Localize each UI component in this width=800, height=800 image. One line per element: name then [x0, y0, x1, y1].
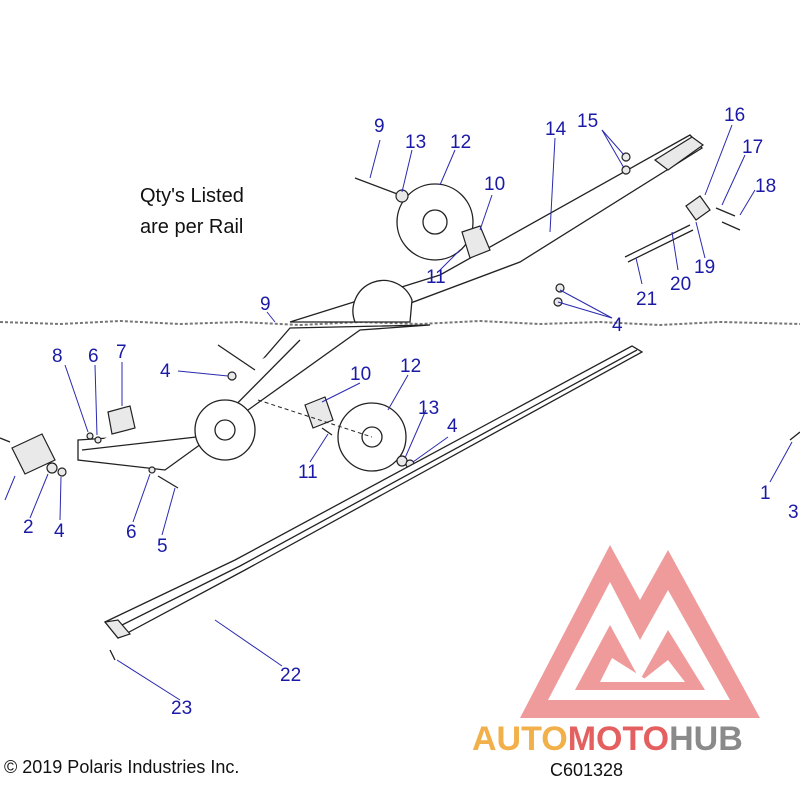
upper-stopper-block [685, 195, 711, 221]
callout-12-lower: 12 [400, 356, 421, 377]
callout-4-right: 4 [447, 416, 458, 437]
callout-8: 8 [52, 346, 63, 367]
lower-nut-4a [227, 371, 237, 381]
wear-strip [103, 345, 644, 661]
watermark-part-moto: MOTO [568, 720, 669, 758]
callout-11-upper: 11 [426, 267, 446, 288]
callout-5: 5 [157, 536, 168, 557]
callout-13-lower: 13 [418, 398, 439, 419]
callout-4-left: 4 [160, 361, 171, 382]
note-line-2: are per Rail [140, 216, 243, 238]
callout-4-upper: 4 [612, 315, 623, 336]
upper-rail-front-tip [653, 136, 705, 171]
callout-21: 21 [636, 289, 657, 310]
watermark-logo [520, 545, 760, 718]
callout-1: 1 [760, 483, 771, 504]
bolt-5 [157, 475, 179, 489]
upper-bolt-18 [721, 221, 741, 231]
rear-bumper-block [11, 433, 56, 475]
washer-2 [46, 462, 58, 474]
callout-16: 16 [724, 105, 745, 126]
callout-9-lower: 9 [260, 294, 271, 315]
upper-spring [624, 224, 694, 263]
callout-20: 20 [670, 274, 691, 295]
callout-9-upper: 9 [374, 116, 385, 137]
note-line-1: Qty's Listed [140, 185, 244, 207]
callout-3: 3 [788, 502, 799, 523]
watermark-part-hub: HUB [669, 720, 743, 758]
nut-6a [94, 436, 102, 444]
callout-12-upper: 12 [450, 132, 471, 153]
callout-10-upper: 10 [484, 174, 505, 195]
callout-14: 14 [545, 119, 567, 140]
screw-23 [109, 649, 116, 661]
callout-15: 15 [577, 111, 598, 132]
lower-spacer [304, 396, 334, 429]
copyright-text: © 2019 Polaris Industries Inc. [4, 757, 239, 777]
lower-bolt-9 [217, 344, 256, 371]
callout-7: 7 [116, 342, 127, 363]
nut-8 [86, 432, 94, 440]
nut-6b [148, 466, 156, 474]
rail-stop-7 [107, 405, 136, 435]
callout-13-upper: 13 [405, 132, 426, 153]
callout-18: 18 [755, 176, 776, 197]
callout-6-upper: 6 [88, 346, 99, 367]
upper-nut-c [555, 283, 565, 293]
callout-6-lower: 6 [126, 522, 137, 543]
upper-rail-assembly [289, 134, 741, 323]
bolt-1 [789, 431, 800, 441]
callout-4-bottom: 4 [54, 521, 65, 542]
lower-rail-assembly [0, 324, 800, 489]
torn-edge-line [0, 319, 800, 327]
callout-10-lower: 10 [350, 364, 371, 385]
lower-bolt-11 [321, 427, 333, 436]
upper-bolt-17 [715, 207, 736, 217]
watermark-part-auto: AUTO [472, 720, 568, 758]
callout-22: 22 [280, 665, 301, 686]
upper-lower-wheel [352, 279, 413, 323]
watermark-wordmark: AUTOMOTOHUB [472, 720, 743, 758]
upper-spacer [461, 225, 491, 259]
leader-lines [4, 124, 793, 701]
upper-bolt [354, 177, 401, 196]
callout-2: 2 [23, 517, 34, 538]
callout-23: 23 [171, 698, 192, 719]
drawing-code: C601328 [550, 760, 623, 780]
callout-labels: 9 13 12 14 15 16 17 18 10 11 19 20 21 4 … [23, 105, 799, 719]
bolt-3-stub [0, 437, 11, 443]
callout-17: 17 [742, 137, 763, 158]
nut-4d [57, 467, 67, 477]
callout-11-lower: 11 [298, 462, 318, 483]
callout-19: 19 [694, 257, 715, 278]
